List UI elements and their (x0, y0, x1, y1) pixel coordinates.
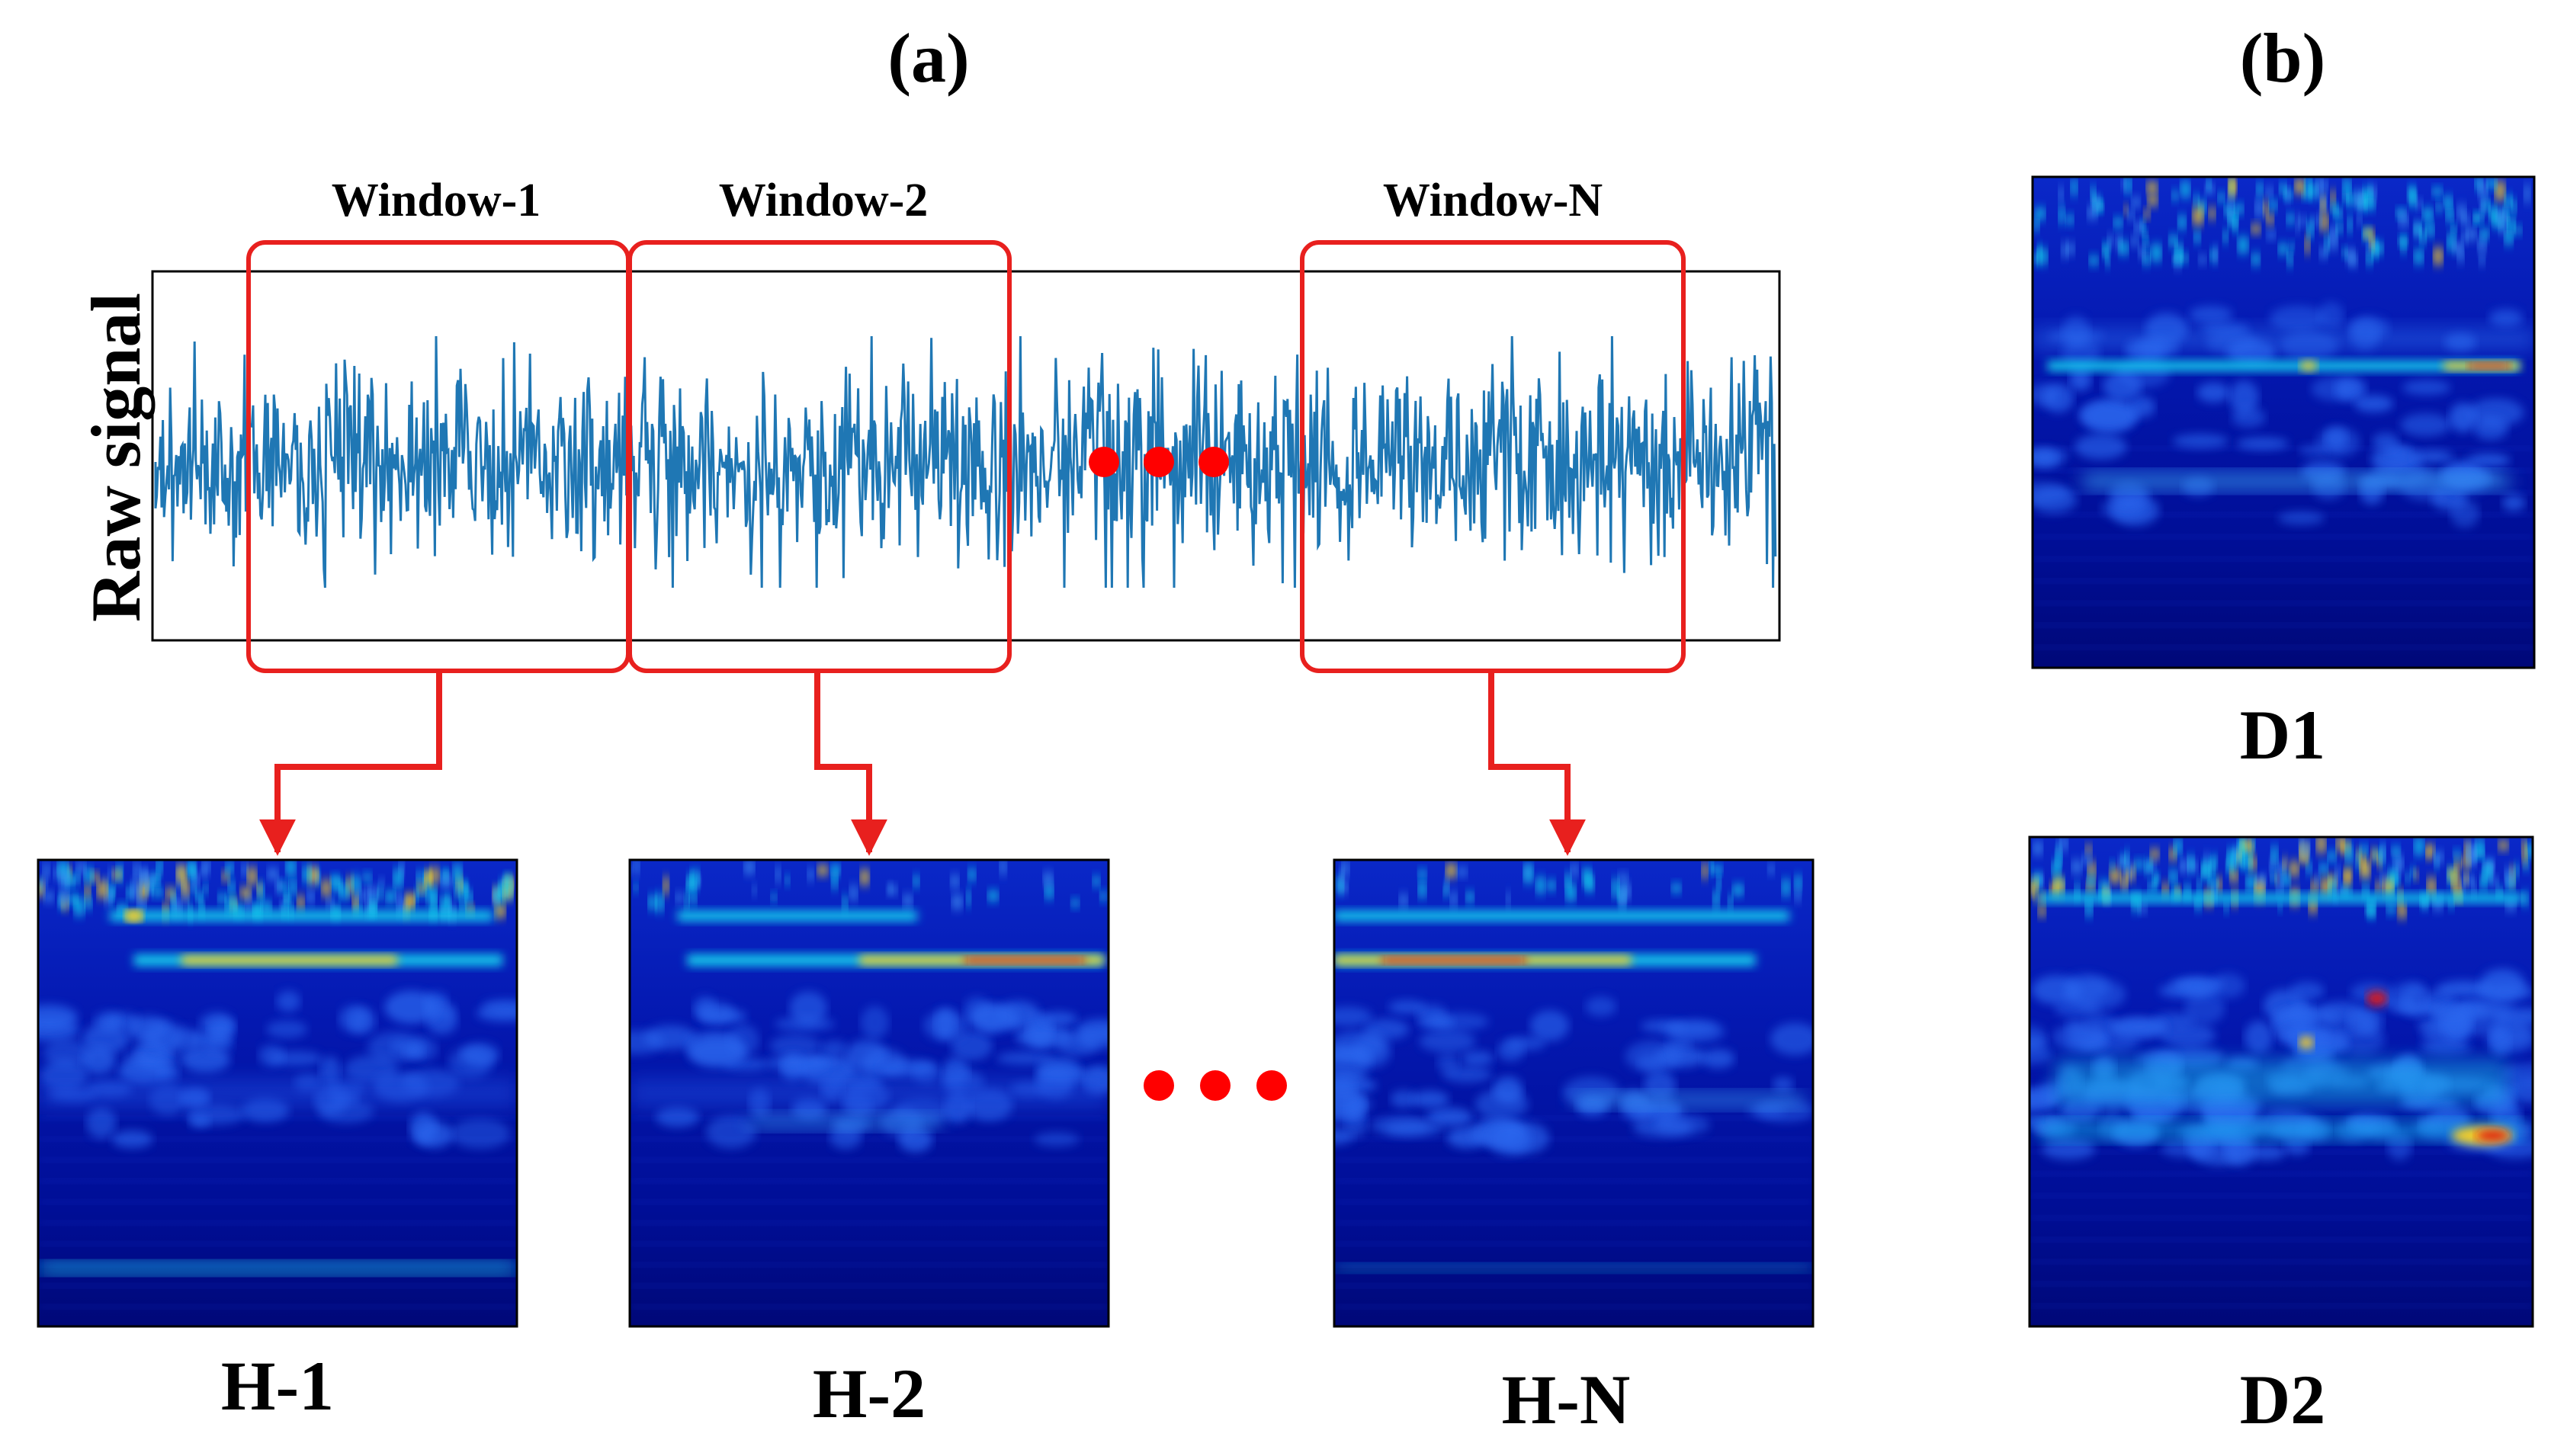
h-n-label: H-N (1501, 1361, 1631, 1438)
raw-signal-trace (154, 335, 1777, 588)
arrow-window-1 (259, 671, 442, 856)
arrow-window-2 (814, 671, 887, 856)
window-2-label: Window-2 (718, 175, 929, 226)
ellipsis-dot (1089, 447, 1119, 477)
ellipsis-dot (1144, 447, 1174, 477)
window-n-label: Window-N (1382, 175, 1603, 226)
h-1-label: H-1 (220, 1347, 335, 1425)
d2-label: D2 (2239, 1361, 2326, 1438)
scalogram-d1-frame (2031, 175, 2536, 669)
scalogram-h-2 (630, 860, 1109, 1326)
arrow-window-n (1488, 671, 1586, 856)
scalogram-h-n-frame (1333, 858, 1815, 1328)
panel-a-title: (a) (887, 19, 970, 97)
panel-b-title: (b) (2239, 19, 2326, 97)
d1-label: D1 (2239, 696, 2326, 774)
ellipsis-dot (1144, 1070, 1174, 1101)
scalogram-d2-frame (2028, 835, 2534, 1328)
scalogram-h-2-frame (628, 858, 1110, 1328)
window-1-label: Window-1 (331, 175, 541, 226)
raw-signal-label: Raw signal (77, 293, 155, 622)
signal-ellipsis (1089, 447, 1229, 477)
scalogram-h-1-frame (37, 858, 518, 1328)
scalogram-h-1 (38, 860, 517, 1326)
ellipsis-dot (1256, 1070, 1287, 1101)
scalogram-d1 (2033, 177, 2534, 668)
scalogram-d2 (2030, 837, 2533, 1326)
ellipsis-dot (1198, 447, 1229, 477)
h-2-label: H-2 (812, 1355, 926, 1432)
scalogram-h-n (1334, 860, 1813, 1326)
spectrogram-ellipsis (1144, 1070, 1287, 1101)
ellipsis-dot (1200, 1070, 1231, 1101)
